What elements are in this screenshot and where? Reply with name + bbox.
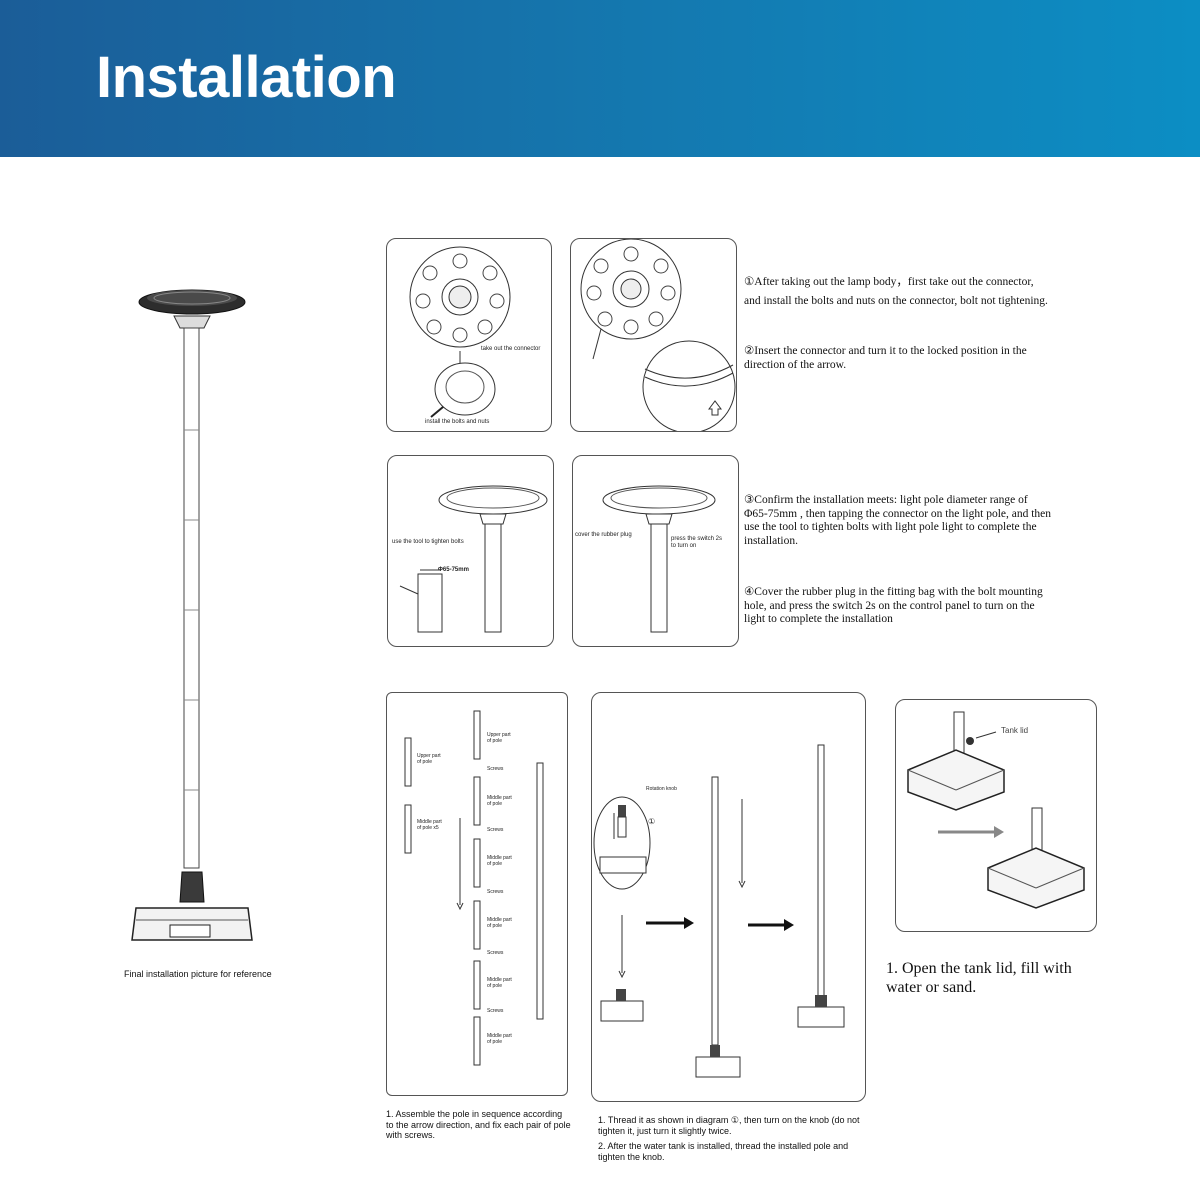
thread-caption-2-line-1: 2. After the water tank is installed, th…	[598, 1141, 849, 1151]
seq-upper-2: of pole	[487, 738, 503, 744]
reference-illustration	[118, 280, 268, 960]
tank-caption-line-1: 1. Open the tank lid, fill with	[886, 960, 1072, 977]
panel-thread-knob: Rotation knob ①	[591, 692, 866, 1102]
label-upper-part-2: of pole	[417, 759, 433, 765]
step-3-line-4: installation.	[744, 534, 798, 547]
panel-tank: Tank lid	[895, 699, 1097, 932]
panel-lock-connector	[570, 238, 737, 432]
step-1-line-1: ①After taking out the lamp body，first ta…	[744, 276, 1034, 288]
label-diameter: Φ65-75mm	[438, 567, 469, 573]
step-1-text: ①After taking out the lamp body，first ta…	[744, 276, 1048, 308]
tank-caption: 1. Open the tank lid, fill with water or…	[886, 959, 1072, 997]
step-3-text: ③Confirm the installation meets: light p…	[744, 494, 1051, 548]
label-middle-part-1: Middle part	[417, 819, 442, 825]
pole-caption-line-2: to the arrow direction, and fix each pai…	[386, 1119, 571, 1130]
step-1-line-2: and install the bolts and nuts on the co…	[744, 294, 1048, 307]
panel-cover-plug: cover the rubber plug press the switch 2…	[572, 455, 739, 647]
reference-caption: Final installation picture for reference	[124, 969, 272, 979]
label-tighten-bolts: use the tool to tighten bolts	[392, 539, 464, 545]
screws-5: Screws	[487, 1008, 504, 1014]
step-3-line-3: use the tool to tighten bolts with light…	[744, 521, 1037, 533]
step-2-line-1: ②Insert the connector and turn it to the…	[744, 345, 1027, 357]
page-title: Installation	[96, 45, 397, 110]
connector-drawing	[409, 246, 511, 418]
screws-4: Screws	[487, 950, 504, 956]
lamp-pole-drawing	[131, 289, 253, 941]
panel-tighten-bolts: use the tool to tighten bolts Φ65-75mm	[387, 455, 554, 647]
label-upper-part-1: Upper part	[417, 753, 441, 759]
label-tank-lid: Tank lid	[1001, 726, 1029, 735]
seq-middle-4a: Middle part	[487, 977, 512, 983]
pole-assembly-caption: 1. Assemble the pole in sequence accordi…	[386, 1109, 571, 1141]
pole-caption-line-1: 1. Assemble the pole in sequence accordi…	[386, 1109, 563, 1119]
label-rotation-knob: Rotation knob	[646, 786, 677, 792]
tighten-drawing	[399, 485, 548, 633]
label-middle-part-2: of pole x5	[417, 825, 439, 831]
step-3-line-2: Φ65-75mm , then tapping the connector on…	[744, 507, 1052, 520]
step-4-line-2: hole, and press the switch 2s on the con…	[744, 599, 1035, 612]
screws-1: Screws	[487, 766, 504, 772]
panel-take-out-connector: take out the connector install the bolts…	[386, 238, 552, 432]
label-diagram-one: ①	[648, 817, 656, 826]
pole-sequence-drawing	[404, 710, 544, 1066]
label-cover-plug: cover the rubber plug	[575, 532, 632, 538]
screws-3: Screws	[487, 889, 504, 895]
step-4-line-3: light to complete the installation	[744, 613, 893, 625]
seq-middle-4b: of pole	[487, 983, 503, 989]
thread-caption-1-line-2: tighten it, just turn it slightly twice.	[598, 1125, 732, 1136]
seq-middle-1b: of pole	[487, 801, 503, 807]
screws-2: Screws	[487, 827, 504, 833]
header-banner: Installation	[0, 0, 1200, 157]
lock-drawing	[580, 239, 736, 431]
label-turn-on: to turn on	[671, 543, 697, 549]
thread-caption-1-line-1: 1. Thread it as shown in diagram ①, then…	[598, 1115, 860, 1125]
pole-caption-line-3: with screws.	[386, 1130, 436, 1140]
label-install-bolts: install the bolts and nuts	[425, 419, 490, 425]
seq-upper-1: Upper part	[487, 732, 511, 738]
thread-caption: 1. Thread it as shown in diagram ①, then…	[598, 1115, 860, 1162]
step-4-text: ④Cover the rubber plug in the fitting ba…	[744, 586, 1043, 627]
seq-middle-5b: of pole	[487, 1039, 503, 1045]
thread-caption-2-line-2: tighten the knob.	[598, 1151, 665, 1162]
step-3-line-1: ③Confirm the installation meets: light p…	[744, 494, 1028, 506]
thread-drawing	[593, 744, 845, 1078]
step-4-line-1: ④Cover the rubber plug in the fitting ba…	[744, 586, 1043, 598]
seq-middle-2a: Middle part	[487, 855, 512, 861]
seq-middle-5a: Middle part	[487, 1033, 512, 1039]
step-2-text: ②Insert the connector and turn it to the…	[744, 345, 1027, 372]
seq-middle-3b: of pole	[487, 923, 503, 929]
tank-caption-line-2: water or sand.	[886, 979, 977, 996]
seq-middle-2b: of pole	[487, 861, 503, 867]
seq-middle-3a: Middle part	[487, 917, 512, 923]
label-press-switch: press the switch 2s	[671, 536, 723, 542]
seq-middle-1a: Middle part	[487, 795, 512, 801]
panel-pole-assembly: Upper part of pole Middle part of pole x…	[386, 692, 568, 1096]
step-2-line-2: direction of the arrow.	[744, 358, 847, 371]
plug-drawing	[602, 485, 716, 633]
label-take-out-connector: take out the connector	[481, 346, 541, 352]
tank-drawing	[907, 711, 1085, 909]
